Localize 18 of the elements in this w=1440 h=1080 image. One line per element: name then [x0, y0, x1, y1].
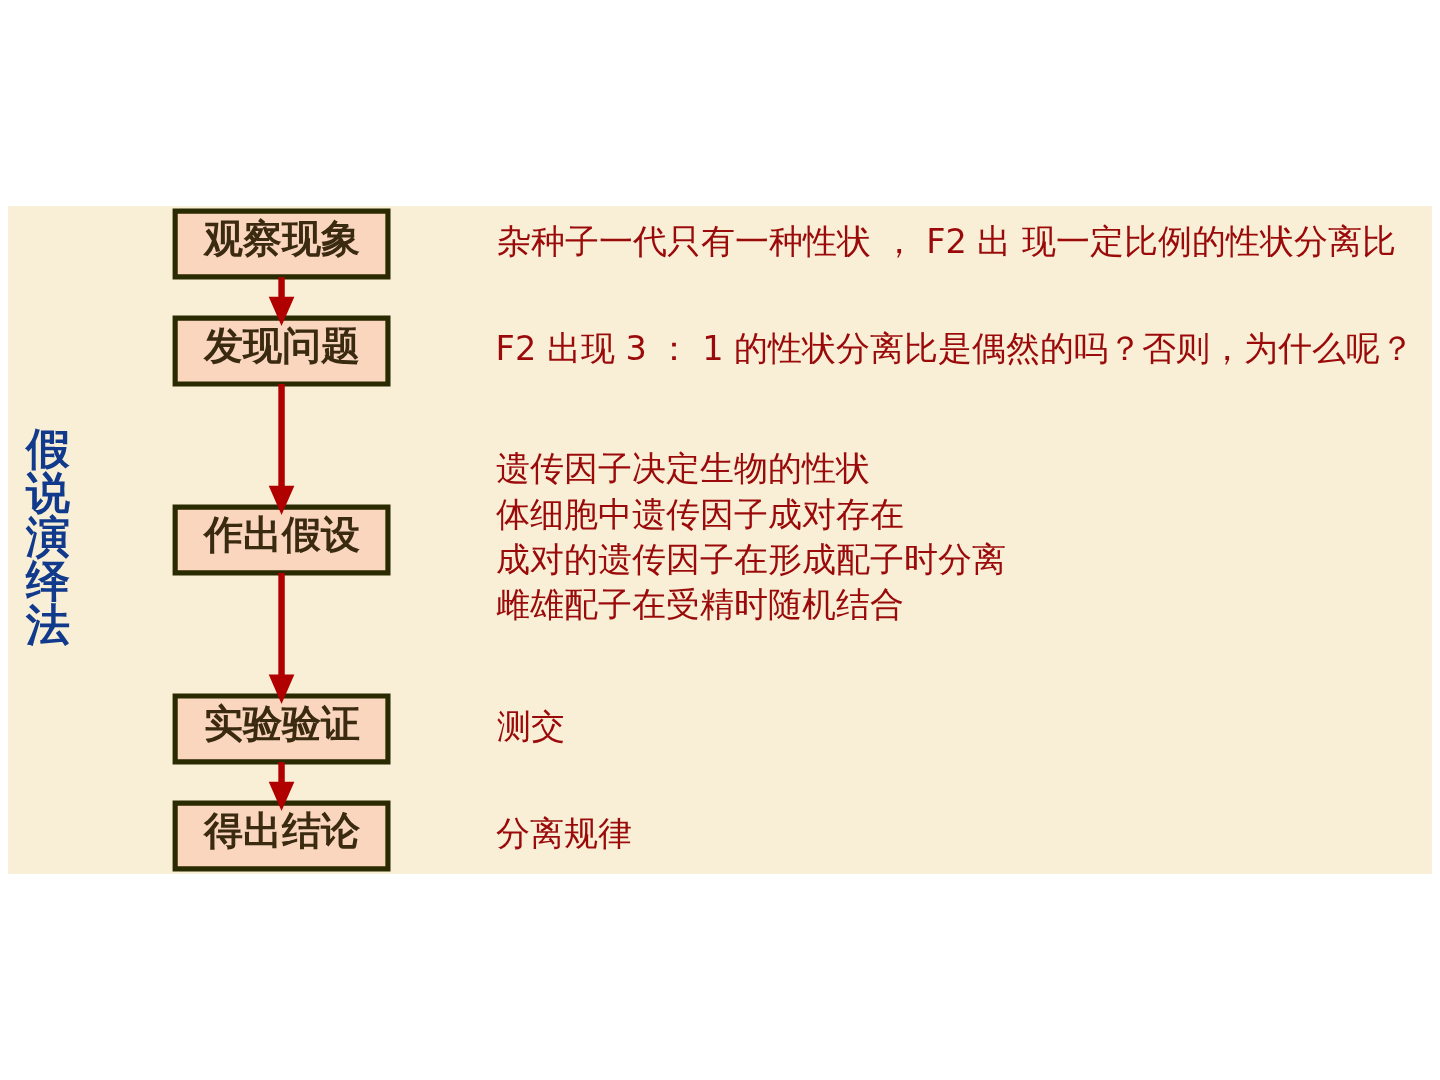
node-box: 观察现象 [172, 208, 391, 280]
arrow [268, 277, 295, 327]
node-label: 成对的遗传因子在形成配子时分离 [495, 539, 1006, 579]
node-box: 实验验证 [172, 693, 391, 765]
label: 假说演绎法 [26, 423, 71, 650]
arrow [268, 572, 295, 704]
node-box: 作出假设 [172, 504, 391, 576]
arrow [268, 762, 295, 811]
arrow [268, 383, 295, 515]
node-label: 体细胞中遗传因子成对存在 [495, 494, 904, 534]
node-box: 得出结论 [172, 800, 391, 872]
node-box: 发现问题 [172, 315, 391, 387]
node-label: 遗传因子决定生物的性状 [495, 449, 870, 489]
node-label: 杂种子一代只有一种性状 ， F2 出 现一定比例的性状分离比 [496, 221, 1397, 261]
node-label: 分离规律 [495, 813, 632, 853]
node-label: 测交 [496, 706, 565, 746]
node-label: 雌雄配子在受精时随机结合 [495, 584, 904, 624]
node-label: F2 出现 3 ： 1 的性状分离比是偶然的吗？否则，为什么呢？ [495, 328, 1415, 368]
